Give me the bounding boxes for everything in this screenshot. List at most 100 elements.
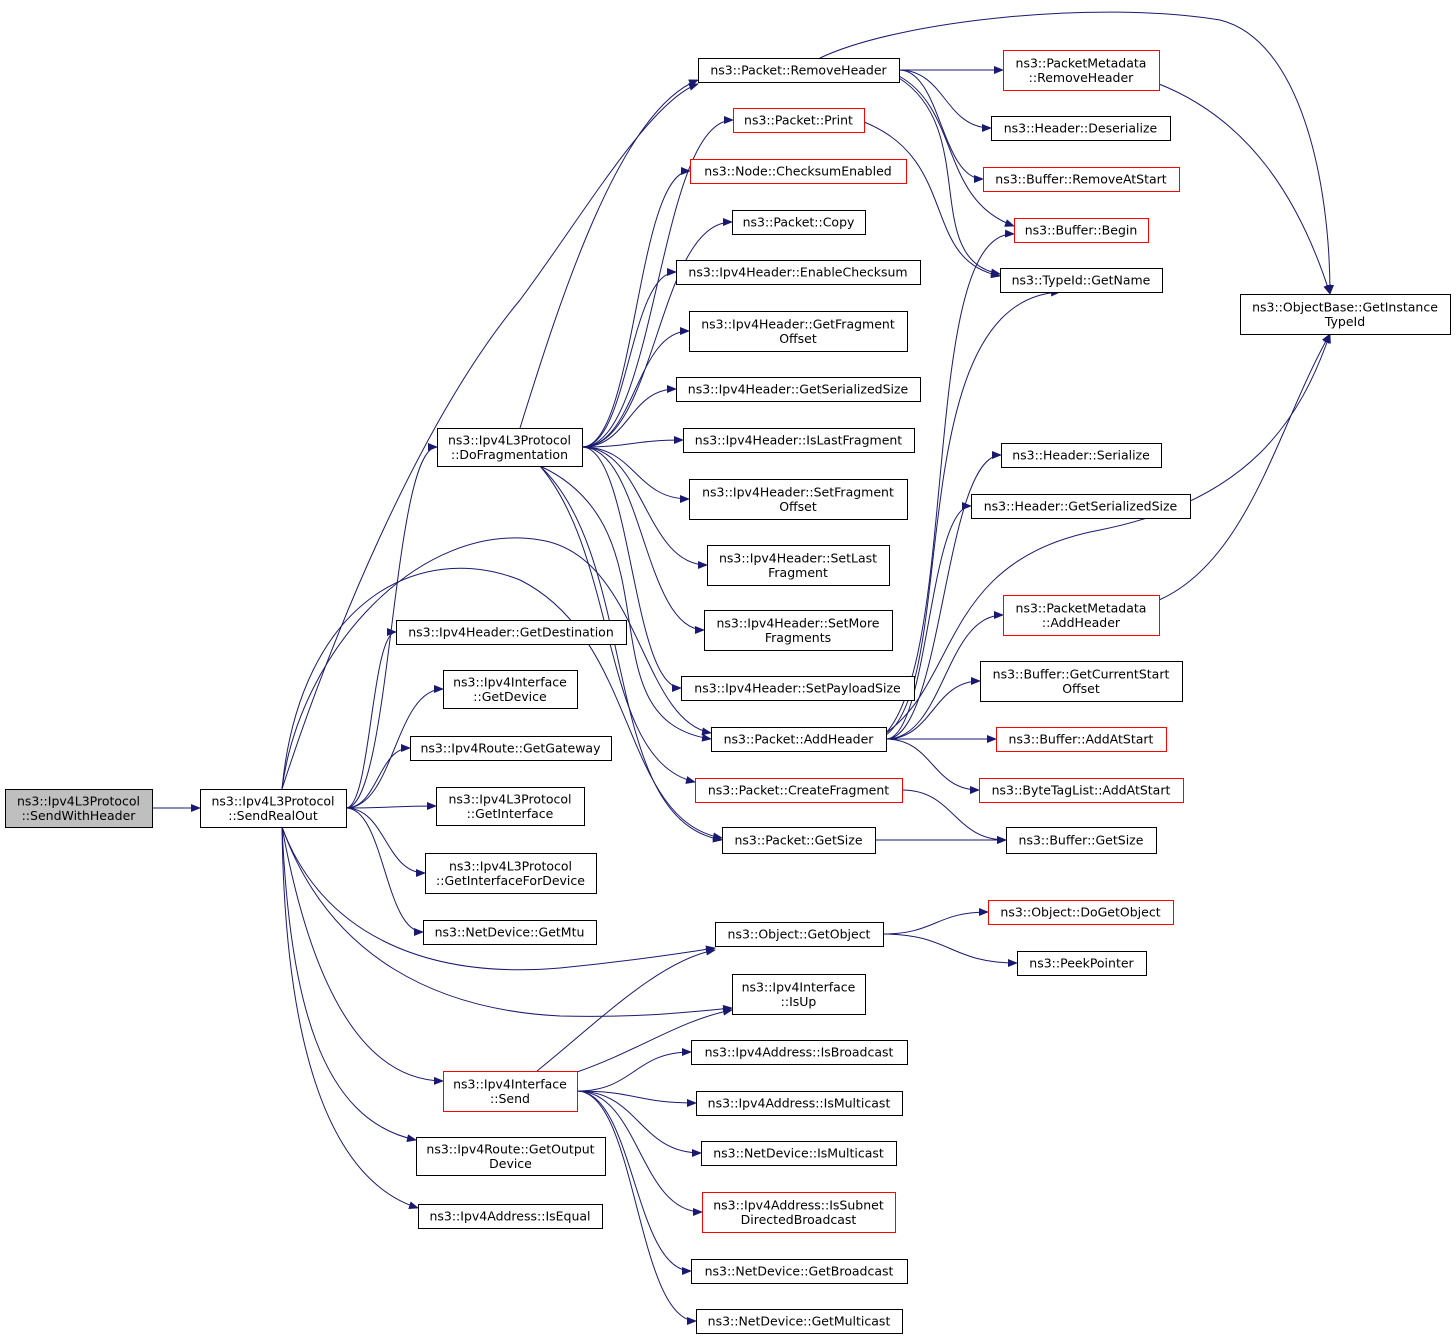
function-node-getserializedsize[interactable]: ns3::Ipv4Header::GetSerializedSize <box>676 377 921 402</box>
function-node-hdrgetserializedsize[interactable]: ns3::Header::GetSerializedSize <box>971 494 1191 519</box>
node-label-line: ns3::PacketMetadata <box>1016 55 1147 70</box>
node-label-line: ns3::Object::DoGetObject <box>1000 905 1160 920</box>
call-edge-ifsend-to-devismulticast <box>576 1090 702 1157</box>
node-box <box>683 428 915 453</box>
node-label-line: TypeId <box>1324 314 1365 329</box>
node-box <box>690 159 907 184</box>
node-box <box>1006 827 1157 854</box>
call-edges <box>151 11 1334 1325</box>
function-node-removeatstart[interactable]: ns3::Buffer::RemoveAtStart <box>983 167 1180 192</box>
function-node-sendwithheader[interactable]: ns3::Ipv4L3Protocol::SendWithHeader <box>5 789 153 828</box>
function-node-bytetagaddatstart[interactable]: ns3::ByteTagList::AddAtStart <box>979 778 1184 803</box>
node-label-line: ns3::Ipv4L3Protocol <box>449 858 572 873</box>
call-edge-ifsend-to-getmulticast <box>576 1090 697 1325</box>
node-box <box>704 610 893 651</box>
call-edge-addheader-to-pmaddheader <box>885 611 1004 740</box>
node-label-line: Offset <box>779 499 817 514</box>
node-box <box>423 920 597 945</box>
function-node-removeheader[interactable]: ns3::Packet::RemoveHeader <box>698 58 900 83</box>
node-label-line: ns3::ObjectBase::GetInstance <box>1252 299 1438 314</box>
function-node-bufbegin[interactable]: ns3::Buffer::Begin <box>1014 218 1149 243</box>
call-edge-sendrealout-to-dofrag <box>345 443 438 809</box>
function-node-checksumenabled[interactable]: ns3::Node::ChecksumEnabled <box>690 159 907 184</box>
call-edge-dofrag-to-checksumenabled <box>581 167 691 448</box>
function-node-hdrserialize[interactable]: ns3::Header::Serialize <box>1001 443 1162 468</box>
function-node-getgateway[interactable]: ns3::Ipv4Route::GetGateway <box>410 736 612 761</box>
function-node-createfragment[interactable]: ns3::Packet::CreateFragment <box>695 778 903 803</box>
function-node-getmtu[interactable]: ns3::NetDevice::GetMtu <box>423 920 597 945</box>
function-node-dofrag[interactable]: ns3::Ipv4L3Protocol::DoFragmentation <box>437 428 583 467</box>
function-node-ifgetdevice[interactable]: ns3::Ipv4Interface::GetDevice <box>443 670 578 709</box>
node-label-line: Device <box>489 1156 532 1171</box>
function-node-getobject[interactable]: ns3::Object::GetObject <box>715 922 884 947</box>
node-label-line: ns3::Ipv4Route::GetOutput <box>426 1141 594 1156</box>
function-node-ifsend[interactable]: ns3::Ipv4Interface::Send <box>443 1071 578 1112</box>
function-node-enablechecksum[interactable]: ns3::Ipv4Header::EnableChecksum <box>676 260 921 285</box>
function-node-dogetobject[interactable]: ns3::Object::DoGetObject <box>988 900 1174 925</box>
node-box <box>971 494 1191 519</box>
function-node-issubnetdb[interactable]: ns3::Ipv4Address::IsSubnetDirectedBroadc… <box>702 1192 896 1233</box>
function-node-peekpointer[interactable]: ns3::PeekPointer <box>1017 951 1147 976</box>
node-label-line: ns3::Ipv4Address::IsMulticast <box>708 1096 891 1111</box>
function-node-pmremoveheader[interactable]: ns3::PacketMetadata::RemoveHeader <box>1003 50 1160 91</box>
function-node-getbroadcast[interactable]: ns3::NetDevice::GetBroadcast <box>691 1259 908 1284</box>
function-node-getdestination[interactable]: ns3::Ipv4Header::GetDestination <box>396 620 627 645</box>
call-edge-removeheader-to-typeidgetname <box>898 77 1001 277</box>
node-label-line: ns3::TypeId::GetName <box>1012 273 1151 288</box>
function-node-isbroadcast[interactable]: ns3::Ipv4Address::IsBroadcast <box>691 1040 908 1065</box>
call-edge-sendrealout-to-isequal <box>281 826 419 1210</box>
node-label-line: Fragments <box>765 630 831 645</box>
function-node-addheader[interactable]: ns3::Packet::AddHeader <box>711 727 887 752</box>
call-edge-getobject-to-dogetobject <box>882 908 989 935</box>
function-node-isup[interactable]: ns3::Ipv4Interface::IsUp <box>732 974 866 1015</box>
node-label-line: ns3::Header::Deserialize <box>1004 121 1158 136</box>
node-box <box>689 311 908 352</box>
function-node-getifdev[interactable]: ns3::Ipv4L3Protocol::GetInterfaceForDevi… <box>425 853 597 894</box>
node-label-line: ns3::Node::ChecksumEnabled <box>704 164 891 179</box>
function-node-pktgetsize[interactable]: ns3::Packet::GetSize <box>722 827 876 854</box>
node-box <box>732 210 866 235</box>
function-node-devismulticast[interactable]: ns3::NetDevice::IsMulticast <box>701 1141 897 1166</box>
node-label-line: ns3::Ipv4Address::IsSubnet <box>713 1197 884 1212</box>
node-label-line: ns3::Ipv4Address::IsBroadcast <box>705 1045 894 1060</box>
function-node-pmaddheader[interactable]: ns3::PacketMetadata::AddHeader <box>1003 595 1160 636</box>
function-node-addrismulticast[interactable]: ns3::Ipv4Address::IsMulticast <box>696 1091 903 1116</box>
node-box <box>733 108 865 133</box>
function-node-setpayloadsize[interactable]: ns3::Ipv4Header::SetPayloadSize <box>681 676 915 701</box>
node-box <box>996 727 1167 752</box>
node-label-line: ns3::Ipv4Interface <box>742 979 856 994</box>
function-node-getinterface[interactable]: ns3::Ipv4L3Protocol::GetInterface <box>436 787 585 826</box>
node-label-line: Offset <box>1062 681 1100 696</box>
node-box <box>416 1137 606 1176</box>
function-node-copy[interactable]: ns3::Packet::Copy <box>732 210 866 235</box>
node-label-line: Fragment <box>768 565 828 580</box>
function-node-sendrealout[interactable]: ns3::Ipv4L3Protocol::SendRealOut <box>200 789 347 828</box>
node-box <box>1014 218 1149 243</box>
function-node-bufgetsize[interactable]: ns3::Buffer::GetSize <box>1006 827 1157 854</box>
node-label-line: ns3::PeekPointer <box>1029 956 1134 971</box>
function-node-print[interactable]: ns3::Packet::Print <box>733 108 865 133</box>
call-edge-dofrag-to-enablechecksum <box>581 268 677 448</box>
function-node-islastfrag[interactable]: ns3::Ipv4Header::IsLastFragment <box>683 428 915 453</box>
call-edge-pmaddheader-to-getinstancetypeid <box>1158 333 1331 601</box>
function-node-getmulticast[interactable]: ns3::NetDevice::GetMulticast <box>696 1309 903 1334</box>
function-node-hdrdeserialize[interactable]: ns3::Header::Deserialize <box>991 116 1171 141</box>
node-box <box>425 853 597 894</box>
function-node-isequal[interactable]: ns3::Ipv4Address::IsEqual <box>418 1204 603 1229</box>
node-label-line: ns3::Header::GetSerializedSize <box>984 499 1178 514</box>
call-edge-ifsend-to-getobject <box>536 947 716 1072</box>
call-edge-dofrag-to-removeheader <box>519 79 699 429</box>
node-box <box>1001 443 1162 468</box>
function-node-addatstart[interactable]: ns3::Buffer::AddAtStart <box>996 727 1167 752</box>
function-node-typeidgetname[interactable]: ns3::TypeId::GetName <box>1000 268 1163 293</box>
node-box <box>698 58 900 83</box>
node-label-line: ns3::NetDevice::GetMulticast <box>708 1314 891 1329</box>
